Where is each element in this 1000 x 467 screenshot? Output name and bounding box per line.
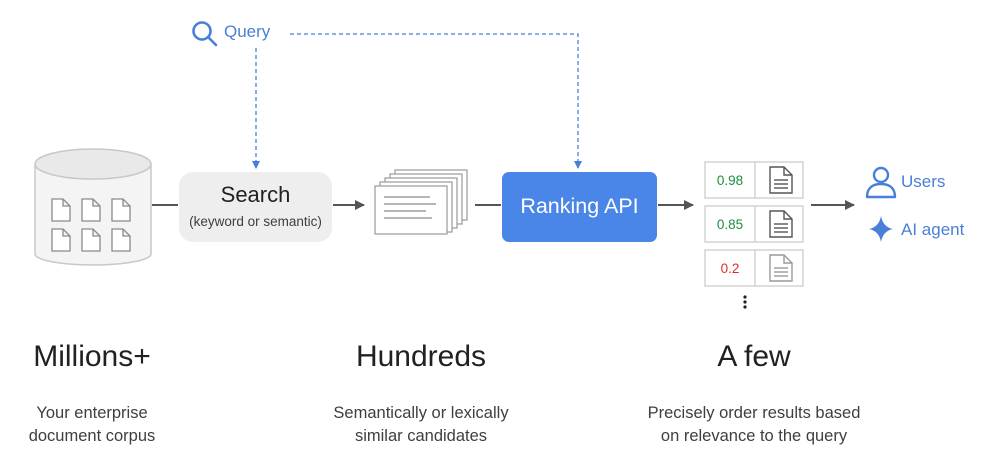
result-score: 0.2 [720, 261, 740, 276]
result-row [704, 205, 804, 243]
doc-icon [51, 198, 71, 222]
result-row [704, 161, 804, 199]
doc-icon [111, 228, 131, 252]
search-stage-box [179, 172, 332, 242]
ranking-api-label: Ranking API [520, 194, 639, 218]
doc-icon [81, 228, 101, 252]
query-label: Query [224, 22, 271, 41]
stage-title-corpus: Millions+ [33, 340, 151, 373]
search-subtitle: (keyword or semantic) [189, 214, 322, 229]
more-results-ellipsis-icon [743, 295, 747, 309]
stage-description-results: Precisely order results based on relevan… [647, 404, 861, 445]
search-icon [192, 21, 218, 47]
sparkle-icon [869, 216, 893, 242]
doc-icon [111, 198, 131, 222]
stage-description-candidates: Semantically or lexically similar candid… [333, 404, 509, 445]
search-title: Search [220, 182, 291, 207]
query-connectors [252, 33, 582, 169]
doc-icon [81, 198, 101, 222]
result-score: 0.85 [716, 217, 744, 232]
candidate-stack-icon [374, 169, 468, 235]
corpus-documents [51, 198, 131, 252]
result-row [704, 249, 804, 287]
doc-icon [51, 228, 71, 252]
stage-title-candidates: Hundreds [355, 340, 487, 373]
stage-description-corpus: Your enterprise document corpus [28, 404, 156, 445]
ranking-api-box [502, 172, 657, 242]
user-icon [865, 166, 897, 199]
result-rows [704, 161, 804, 309]
ai-agent-label: AI agent [901, 220, 965, 239]
stage-title-results: A few [717, 340, 791, 373]
users-label: Users [901, 172, 946, 191]
result-score: 0.98 [716, 173, 744, 188]
query-to-ranking-connector [290, 33, 582, 169]
